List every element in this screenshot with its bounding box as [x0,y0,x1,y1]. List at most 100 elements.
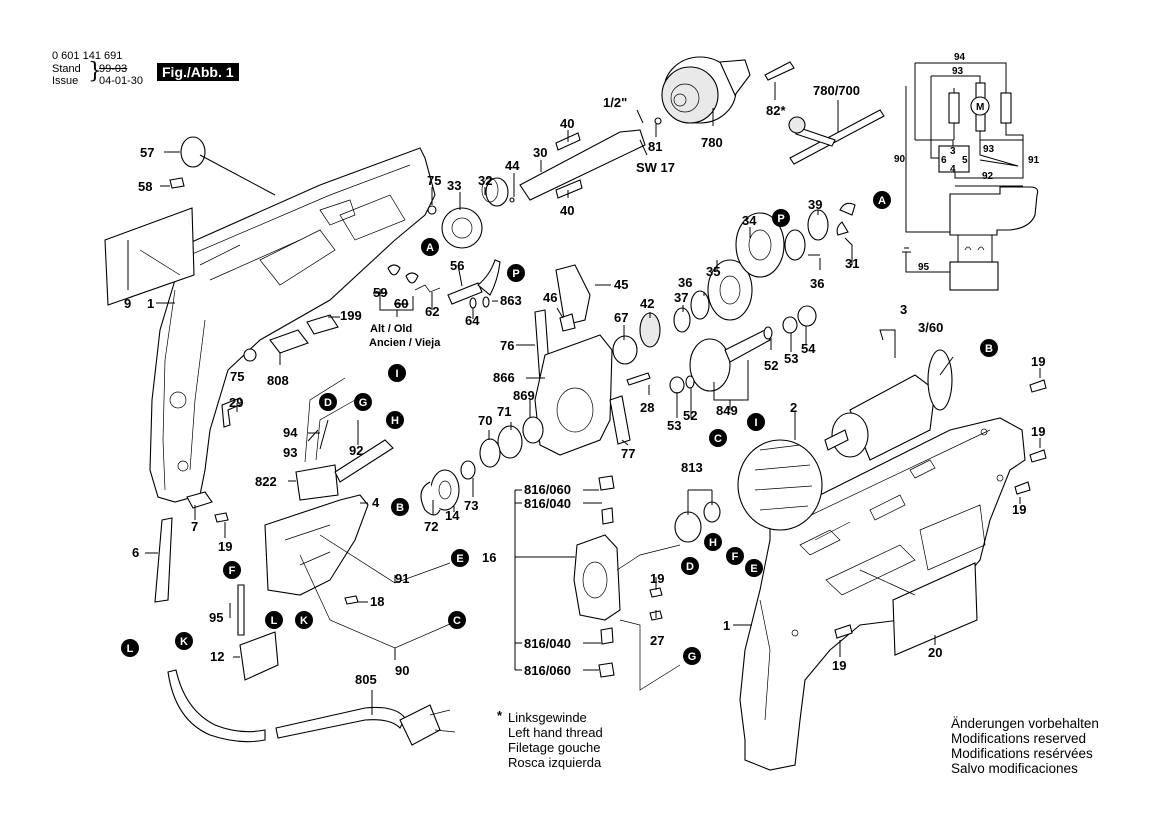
part-label: 56 [450,258,464,273]
part-label: 813 [681,460,703,475]
part-label: 9 [124,296,131,311]
cable-clamp-12 [239,631,279,681]
wire-90 [905,86,950,233]
gear-67 [612,335,638,365]
gear-34 [735,212,785,278]
bearing-53a [782,316,798,334]
part-label: 16 [482,550,496,565]
ring-52b [685,375,695,389]
spring-28 [626,372,651,386]
issue-date: 04-01-30 [99,75,144,87]
sleeve-73 [460,460,476,480]
ring-75b [243,348,257,362]
connector-badge: I [388,364,406,382]
part-label: 4 [372,495,380,510]
part-label: 20 [928,645,942,660]
footnote-line: Rosca izquierda [508,755,602,770]
fan-baffle-813a [674,511,702,543]
screw-19d [1029,449,1047,463]
svg-text:91: 91 [1028,155,1040,166]
ring-59 [387,264,401,276]
connector-badge: L [265,611,283,629]
screw-19f [834,624,853,639]
part-label: 52 [683,408,697,423]
motor-symbol [970,96,990,116]
bushing-54 [797,305,817,327]
svg-text:95: 95 [918,262,930,273]
connector-badge: K [295,611,313,629]
cable-sleeve-6 [154,517,173,603]
gear-housing-866 [534,334,613,456]
part-number: 0 601 141 691 [52,50,123,62]
svg-text:92: 92 [982,171,994,182]
svg-text:4: 4 [950,164,956,175]
part-label: 863 [500,293,522,308]
part-label: 6 [132,545,139,560]
svg-text:K: K [180,636,188,648]
switch-terminal-block [938,145,970,173]
connector-badge: K [175,632,193,650]
svg-text:P: P [512,268,519,280]
connector-badge: C [448,611,466,629]
svg-text:5: 5 [962,155,968,166]
part-label: 3/60 [918,320,943,335]
part-label: 40 [560,116,574,131]
svg-text:L: L [127,643,134,655]
part-label: 64 [465,313,480,328]
screw-58 [169,177,185,189]
part-label: 95 [209,610,223,625]
part-label: 18 [370,594,384,609]
part-label: 35 [706,264,720,279]
lever-56 [447,282,483,305]
screw-19e [1014,481,1031,495]
clip-863 [482,296,490,308]
fan-3-60 [927,349,953,411]
connector-badge: B [980,339,998,357]
part-label: 3 [900,302,907,317]
old-note-line1: Alt / Old [370,323,412,335]
brush-cap-816-060b [598,662,615,678]
part-label: 816/060 [524,663,571,678]
footnote-line: Filetage gouche [508,740,601,755]
circlip-31 [836,202,856,236]
disclaimer-line: Modifications resérvées [951,746,1093,761]
wire-g [619,619,681,691]
part-46 [559,313,576,332]
part-label: 44 [505,158,520,173]
stand-label: Stand [52,63,81,75]
svg-text:94: 94 [954,52,966,63]
screw-19b [649,587,663,598]
part-label: 19 [1031,354,1045,369]
part-label: 93 [283,445,297,460]
connector-badge: C [709,429,727,447]
old-note-line2: Ancien / Vieja [369,337,441,349]
svg-text:A: A [426,242,434,254]
part-label: 816/060 [524,482,571,497]
part-label: 1 [147,296,154,311]
part-label: 73 [464,498,478,513]
part-label: 45 [614,277,628,292]
schematic-switch [949,186,1039,236]
svg-text:F: F [732,551,739,563]
footnote-line: Linksgewinde [508,710,587,725]
svg-text:B: B [985,343,993,355]
connector-badge: D [319,393,337,411]
svg-text:A: A [878,195,886,207]
part-label: 91 [395,571,409,586]
wire-94 [914,62,1007,140]
connector-badge: P [507,264,525,282]
svg-text:E: E [750,563,757,575]
part-label: 780 [701,135,723,150]
part-label: 199 [340,308,362,323]
chuck-key-780-700 [788,109,885,165]
wire-95 [237,584,245,636]
svg-text:93: 93 [983,144,995,155]
bearing-42 [639,312,661,348]
part-labels: 57 58 9 1 75 33 32 44 30 40 40 1/2" SW 1… [124,83,1045,687]
connector-badge: F [223,561,241,579]
wire-d [616,544,681,571]
armature-3 [824,349,953,461]
part-label: 816/040 [524,496,571,511]
part-label: 76 [500,338,514,353]
